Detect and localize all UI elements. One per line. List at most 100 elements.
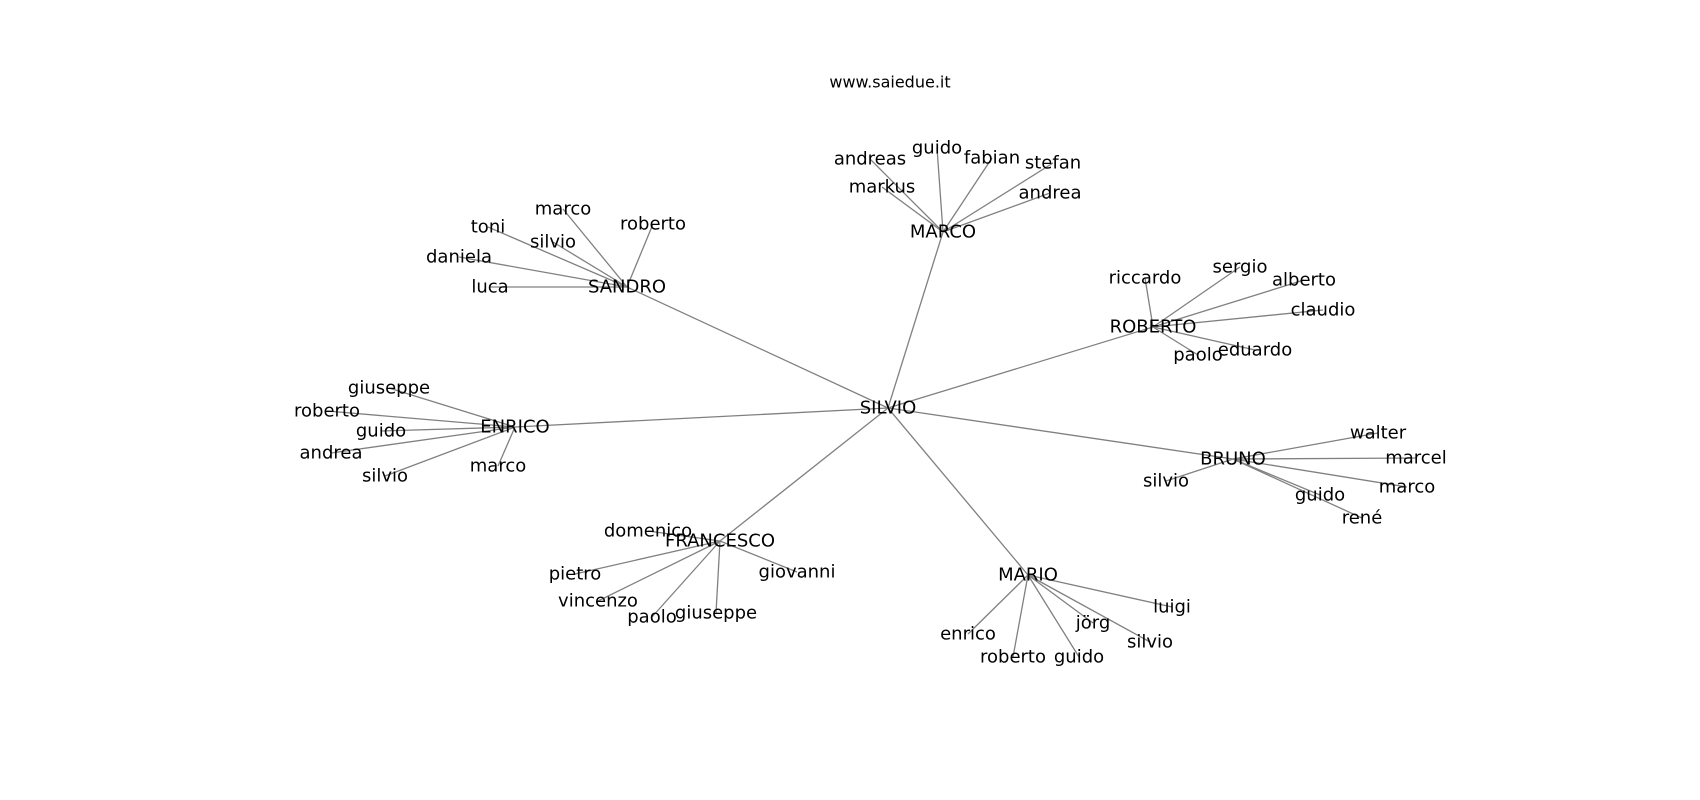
node-leaf-bruno-marco: marco [1379, 477, 1435, 498]
edge-center-bruno [887, 407, 1234, 460]
edge-sandro-toni [487, 226, 628, 288]
edge-mario-enrico [967, 574, 1029, 635]
node-leaf-enrico-marco: marco [470, 456, 526, 477]
edge-center-francesco [719, 407, 889, 542]
node-leaf-roberto-alberto: alberto [1272, 270, 1336, 291]
node-hub-marco: MARCO [910, 222, 976, 243]
edge-francesco-paolo [651, 540, 721, 618]
node-leaf-enrico-andrea: andrea [300, 443, 363, 464]
edge-enrico-silvio [384, 426, 516, 477]
node-hub-bruno: BRUNO [1200, 449, 1266, 470]
node-leaf-francesco-giuseppe: giuseppe [675, 603, 757, 624]
edge-bruno-rene [1232, 458, 1363, 519]
edge-roberto-riccardo [1144, 277, 1154, 328]
node-hub-francesco: FRANCESCO [665, 531, 775, 552]
edges-layer [326, 147, 1417, 658]
node-leaf-marco-markus: markus [849, 177, 916, 198]
node-hub-sandro: SANDRO [588, 277, 666, 298]
edge-center-mario [887, 407, 1029, 576]
node-leaf-francesco-domenico: domenico [604, 521, 692, 542]
edge-roberto-alberto [1152, 279, 1305, 328]
edge-enrico-marco [497, 426, 516, 467]
edge-enrico-guido [380, 426, 516, 432]
node-leaf-roberto-claudio: claudio [1291, 300, 1356, 321]
node-leaf-marco-fabian: fabian [964, 148, 1020, 169]
edge-marco-guido [936, 147, 944, 233]
node-leaf-roberto-eduardo: eduardo [1218, 340, 1292, 361]
node-leaf-marco-guido: guido [912, 138, 962, 159]
node-leaf-francesco-giovanni: giovanni [759, 562, 836, 583]
edge-mario-jorg [1027, 574, 1094, 624]
node-leaf-sandro-luca: luca [471, 277, 508, 298]
edge-marco-andreas [869, 158, 944, 233]
edge-center-enrico [514, 407, 889, 428]
node-leaf-enrico-giuseppe: giuseppe [348, 378, 430, 399]
node-leaf-mario-jorg: jörg [1075, 613, 1111, 634]
edge-enrico-giuseppe [388, 387, 516, 428]
node-leaf-bruno-walter: walter [1350, 423, 1407, 444]
edge-bruno-silvio [1165, 458, 1234, 482]
edge-marco-stefan [942, 162, 1054, 233]
node-leaf-enrico-silvio: silvio [362, 466, 408, 487]
edge-roberto-claudio [1152, 309, 1324, 328]
node-leaf-marco-stefan: stefan [1025, 153, 1081, 174]
graph-title: www.saiedue.it [829, 73, 950, 92]
node-leaf-mario-enrico: enrico [940, 624, 996, 645]
node-leaf-bruno-guido: guido [1295, 485, 1345, 506]
edge-sandro-roberto [626, 223, 654, 288]
node-leaf-mario-guido: guido [1054, 647, 1104, 668]
edge-marco-markus [881, 186, 944, 233]
node-leaf-sandro-roberto: roberto [620, 214, 686, 235]
node-leaf-bruno-silvio: silvio [1143, 471, 1189, 492]
edge-sandro-marco [562, 208, 628, 288]
node-leaf-francesco-paolo: paolo [627, 607, 676, 628]
node-leaf-marco-andrea: andrea [1019, 183, 1082, 204]
node-leaf-francesco-pietro: pietro [549, 564, 602, 585]
node-leaf-sandro-silvio: silvio [530, 232, 576, 253]
node-leaf-francesco-vincenzo: vincenzo [558, 591, 638, 612]
node-leaf-mario-silvio: silvio [1127, 632, 1173, 653]
node-leaf-bruno-rene: rené [1342, 508, 1383, 529]
edge-bruno-marcel [1232, 457, 1417, 460]
edge-center-roberto [887, 326, 1154, 409]
node-hub-enrico: ENRICO [480, 417, 549, 438]
edge-enrico-roberto [326, 410, 516, 428]
edge-center-marco [887, 231, 944, 409]
node-leaf-sandro-toni: toni [471, 217, 505, 238]
node-hub-mario: MARIO [998, 565, 1058, 586]
edge-francesco-pietro [574, 540, 721, 575]
edge-francesco-giuseppe [715, 540, 721, 614]
node-center-silvio: SILVIO [860, 398, 917, 419]
edge-marco-andrea [942, 192, 1051, 233]
node-leaf-sandro-daniela: daniela [426, 247, 492, 268]
edge-francesco-domenico [647, 530, 721, 542]
edge-roberto-sergio [1152, 266, 1241, 328]
edge-francesco-giovanni [719, 540, 798, 573]
edge-sandro-daniela [458, 256, 628, 288]
node-leaf-roberto-riccardo: riccardo [1109, 268, 1182, 289]
edge-center-sandro [626, 286, 889, 409]
edge-marco-fabian [942, 157, 993, 233]
edge-mario-roberto [1012, 574, 1029, 658]
edge-francesco-vincenzo [597, 540, 721, 602]
node-leaf-roberto-paolo: paolo [1173, 345, 1222, 366]
edge-bruno-marco [1232, 458, 1408, 488]
edge-mario-silvio [1027, 574, 1151, 643]
node-leaf-enrico-guido: guido [356, 421, 406, 442]
node-leaf-enrico-roberto: roberto [294, 401, 360, 422]
edge-mario-luigi [1027, 574, 1173, 608]
edge-roberto-paolo [1152, 326, 1199, 356]
node-leaf-roberto-sergio: sergio [1213, 257, 1268, 278]
node-leaf-mario-luigi: luigi [1153, 597, 1191, 618]
node-leaf-bruno-marcel: marcel [1385, 448, 1447, 469]
edge-sandro-silvio [552, 241, 628, 288]
node-leaf-mario-roberto: roberto [980, 647, 1046, 668]
edge-bruno-walter [1232, 432, 1379, 460]
edge-mario-guido [1027, 574, 1080, 658]
node-hub-roberto: ROBERTO [1110, 317, 1197, 338]
node-leaf-sandro-marco: marco [535, 199, 591, 220]
edge-enrico-andrea [330, 426, 516, 454]
edge-roberto-eduardo [1152, 326, 1256, 351]
